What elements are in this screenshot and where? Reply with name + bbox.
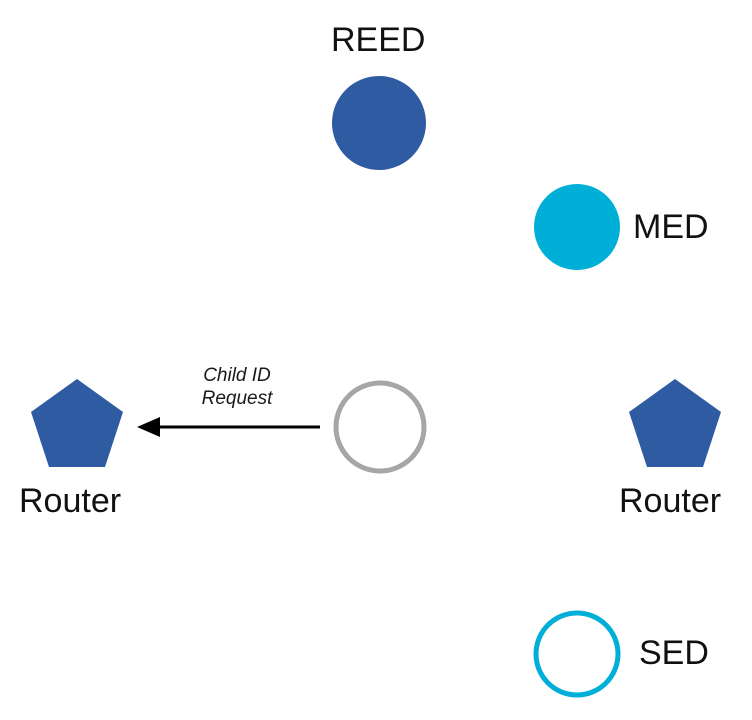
edge-child-id-request-arrowhead (137, 417, 160, 437)
node-router-left-label: Router (19, 482, 122, 520)
edge-child-id-request-label: Child ID Request (176, 364, 298, 410)
edge-label-line-1: Child ID (203, 365, 271, 386)
edge-label-line-2: Request (201, 388, 273, 409)
edge-child-id-request-arrow (137, 417, 320, 437)
node-router-left-shape[interactable] (31, 379, 123, 467)
node-reed-label: REED (331, 21, 426, 59)
node-router-right-label: Router (619, 482, 722, 520)
node-med-label: MED (633, 208, 709, 246)
node-joiner-shape[interactable] (333, 380, 427, 474)
node-med-shape[interactable] (534, 184, 620, 270)
node-router-right-shape[interactable] (629, 379, 721, 467)
node-sed-label: SED (639, 634, 709, 672)
node-sed-shape[interactable] (533, 610, 621, 698)
node-reed-shape[interactable] (332, 76, 426, 170)
